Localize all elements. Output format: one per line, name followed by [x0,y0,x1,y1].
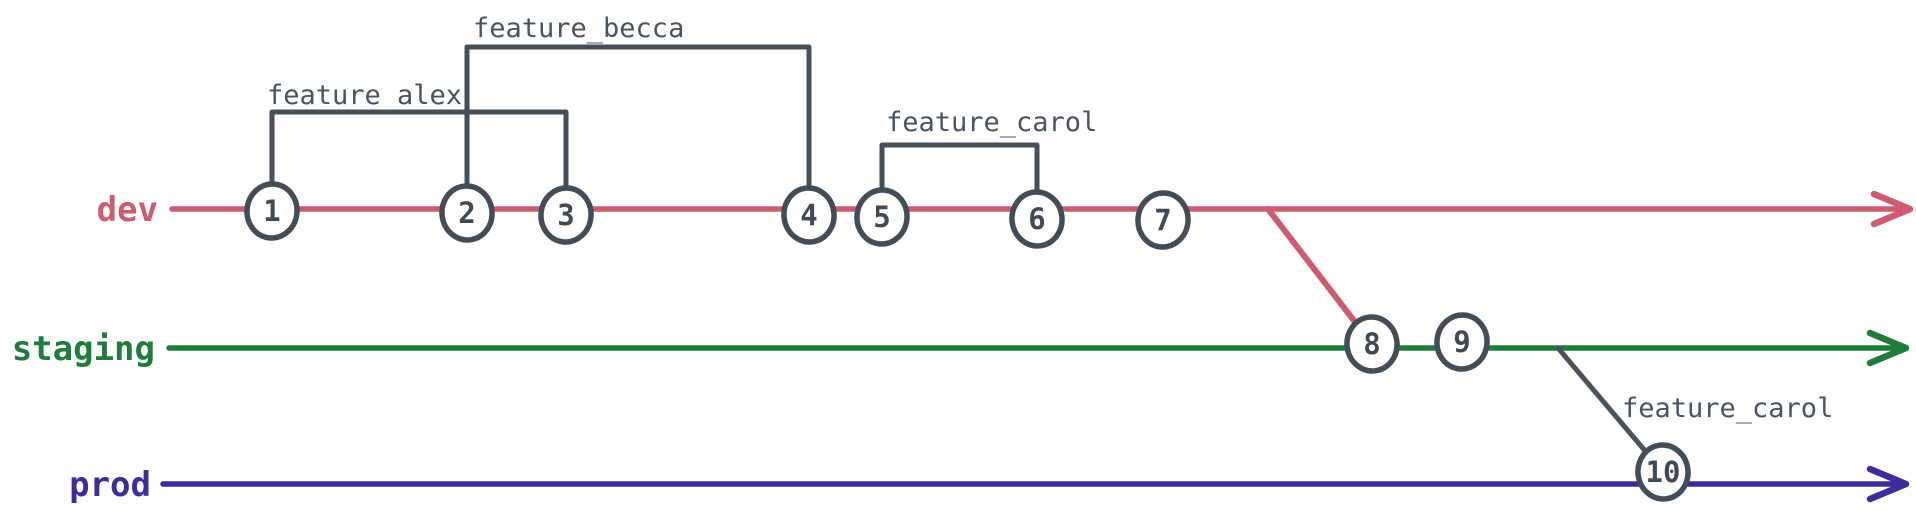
commit-node-1 [244,181,300,241]
branch-label-staging: staging [12,329,155,369]
commit-node-6 [1009,189,1065,249]
branch-arrowhead-staging [1866,329,1910,367]
branch-arrowhead-prod [1866,465,1910,503]
commit-number-8: 8 [1363,327,1380,361]
commit-number-1: 1 [263,194,280,228]
commit-number-2: 2 [458,196,475,230]
commit-node-2 [439,183,495,243]
feature-label-feature-becca: feature_becca [473,13,684,44]
commit-node-3 [538,185,594,245]
feature-label-feature-alex: feature_alex [267,80,462,111]
commit-number-10: 10 [1646,455,1681,489]
commit-node-9 [1434,312,1490,372]
branch-arrowhead-dev [1870,190,1914,228]
commit-number-4: 4 [800,198,817,232]
commit-number-3: 3 [557,198,574,232]
merge-edge-label-feature-carol: feature_carol [1622,393,1833,424]
feature-bracket-feature-alex [269,109,569,202]
labels-layer: devstagingprodfeature_carolfeature_alexf… [12,13,1834,505]
commit-number-5: 5 [873,200,890,234]
commit-number-9: 9 [1453,325,1470,359]
feature-bracket-feature-carol [879,142,1040,206]
commit-number-6: 6 [1028,202,1045,236]
commit-number-7: 7 [1154,203,1171,237]
feature-brackets-layer [269,44,1040,206]
commit-nodes-layer: 1 2 3 4 5 6 7 8 9 10 [244,181,1691,502]
commit-node-10 [1635,442,1691,502]
branch-label-prod: prod [69,465,151,505]
feature-bracket-feature-becca [464,44,812,202]
commit-node-4 [781,185,837,245]
commit-node-8 [1344,314,1400,374]
feature-label-feature-carol: feature_carol [886,107,1097,138]
commit-node-7 [1135,190,1191,250]
branch-label-dev: dev [97,190,158,230]
commit-node-5 [854,187,910,247]
